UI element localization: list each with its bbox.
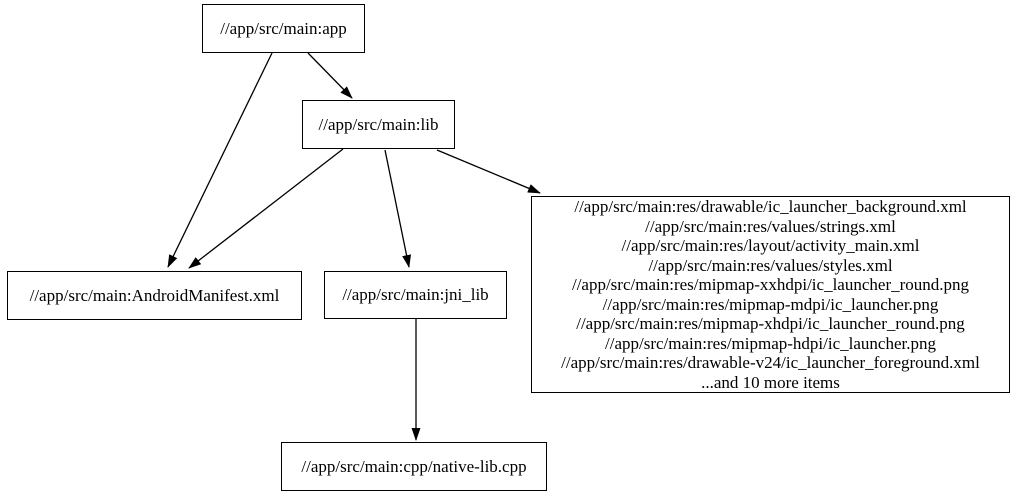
node-resources-group: //app/src/main:res/drawable/ic_launcher_…	[531, 196, 1010, 393]
resource-line-more-items: ...and 10 more items	[701, 372, 840, 392]
node-app-label: //app/src/main:app	[220, 18, 347, 38]
resource-line: //app/src/main:res/mipmap-xhdpi/ic_launc…	[576, 314, 965, 333]
resource-line: //app/src/main:res/drawable-v24/ic_launc…	[561, 353, 980, 372]
node-jni-lib: //app/src/main:jni_lib	[324, 271, 507, 319]
edge-lib-to-resources	[436, 149, 541, 194]
node-native-lib-cpp-label: //app/src/main:cpp/native-lib.cpp	[301, 456, 527, 476]
edge-lib-to-jni-lib	[384, 149, 411, 268]
resource-line: //app/src/main:res/mipmap-xxhdpi/ic_laun…	[571, 275, 970, 294]
edge-app-to-lib	[307, 52, 353, 99]
node-android-manifest: //app/src/main:AndroidManifest.xml	[7, 271, 302, 320]
resource-line: //app/src/main:res/values/styles.xml	[648, 255, 893, 275]
resource-line: //app/src/main:res/values/strings.xml	[645, 216, 896, 236]
node-lib-label: //app/src/main:lib	[318, 114, 439, 134]
resource-line: //app/src/main:res/layout/activity_main.…	[621, 236, 920, 255]
resource-line: //app/src/main:res/mipmap-mdpi/ic_launch…	[602, 294, 939, 314]
edge-lib-to-androidmanifest	[188, 148, 344, 269]
edge-app-to-androidmanifest	[167, 52, 273, 268]
node-native-lib-cpp: //app/src/main:cpp/native-lib.cpp	[281, 442, 547, 491]
node-android-manifest-label: //app/src/main:AndroidManifest.xml	[29, 285, 280, 305]
resource-line: //app/src/main:res/drawable/ic_launcher_…	[574, 197, 967, 216]
node-jni-lib-label: //app/src/main:jni_lib	[342, 285, 489, 304]
resource-line: //app/src/main:res/mipmap-hdpi/ic_launch…	[605, 333, 936, 353]
node-lib: //app/src/main:lib	[302, 100, 455, 149]
node-app: //app/src/main:app	[202, 4, 365, 53]
